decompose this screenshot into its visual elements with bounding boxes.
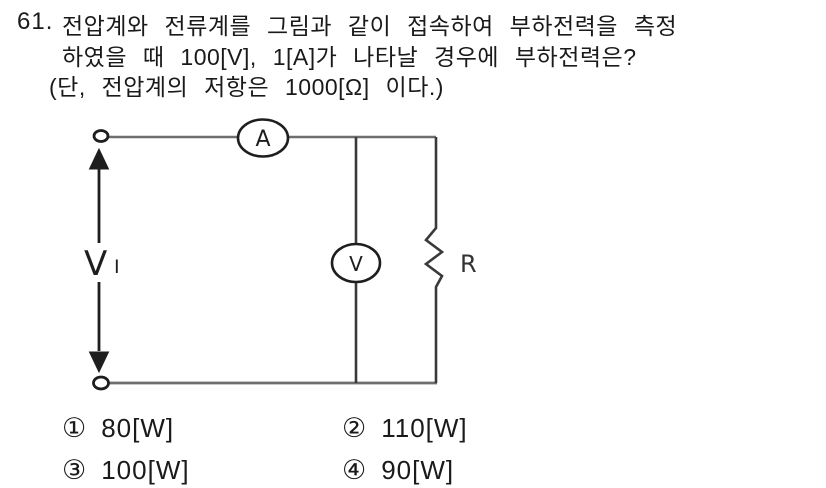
choice-3-label: 100[W] (101, 455, 190, 485)
choice-2: ② 110[W] (342, 415, 468, 442)
question-line-1: 전압계와 전류계를 그림과 같이 접속하여 부하전력을 측정 (62, 13, 678, 39)
voltmeter-symbol: V (330, 242, 382, 284)
choice-3-marker: ③ (62, 455, 87, 485)
question-line-3: (단, 전압계의 저항은 1000[Ω] 이다.) (49, 74, 444, 100)
choice-1-marker: ① (62, 413, 87, 443)
source-voltage-main: V (84, 244, 107, 284)
resistor-branch-wire (423, 137, 445, 383)
choice-4: ④ 90[W] (342, 457, 454, 484)
question-number: 61. (17, 8, 54, 35)
resistor-label: R (460, 250, 477, 278)
ammeter-label: A (255, 127, 270, 152)
top-terminal (92, 129, 110, 143)
arrow-down-head (88, 351, 110, 374)
choice-3: ③ 100[W] (62, 457, 190, 484)
source-voltage-label: V I (84, 244, 120, 284)
choice-2-marker: ② (342, 413, 367, 443)
choice-2-label: 110[W] (381, 413, 468, 443)
voltage-arrow (88, 147, 110, 374)
voltmeter-label: V (349, 252, 363, 276)
bottom-terminal (92, 375, 110, 391)
circuit-diagram: A V R V I (84, 118, 477, 391)
choice-4-marker: ④ (342, 455, 367, 485)
choice-1: ① 80[W] (62, 415, 174, 442)
arrow-up-head (88, 147, 110, 170)
ammeter-symbol: A (236, 118, 290, 158)
source-voltage-sub: I (114, 256, 120, 278)
question-line-2: 하였을 때 100[V], 1[A]가 나타날 경우에 부하전력은? (62, 44, 637, 70)
choice-4-label: 90[W] (381, 455, 455, 485)
choice-1-label: 80[W] (101, 413, 175, 443)
